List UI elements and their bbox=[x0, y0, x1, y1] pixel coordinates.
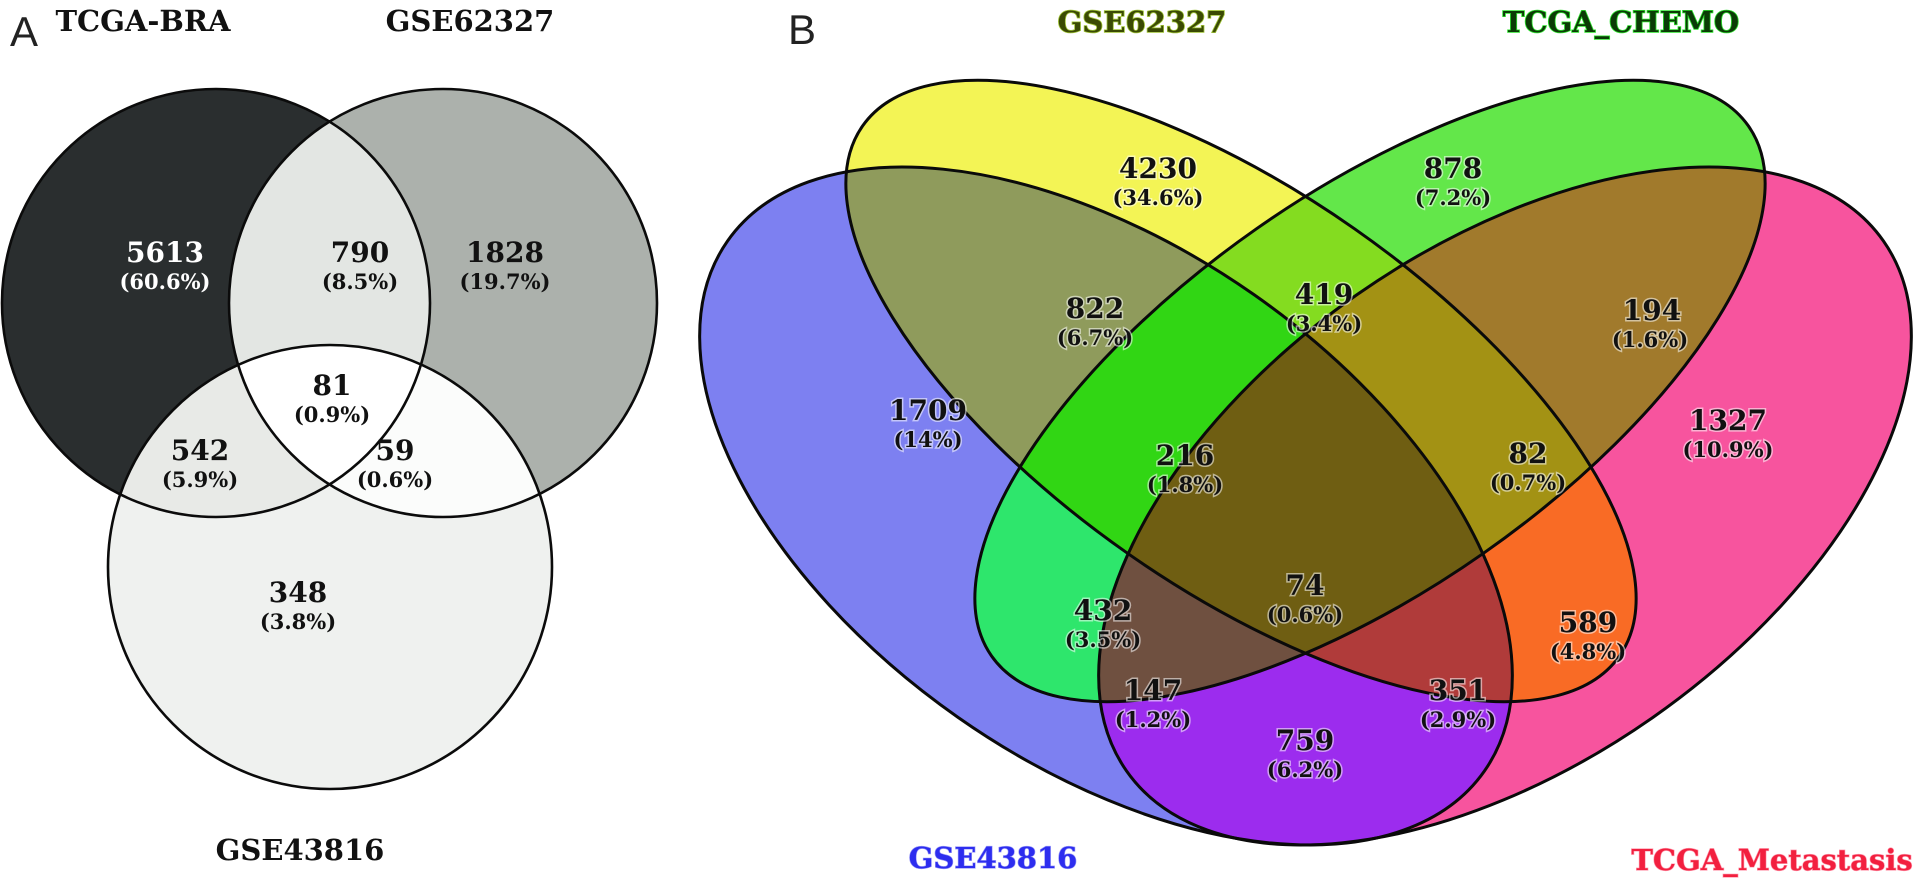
pct-822: (6.7%) bbox=[1057, 325, 1133, 350]
pct-82: (0.7%) bbox=[1490, 470, 1566, 495]
count-216: 216 bbox=[1156, 439, 1214, 472]
pct-759: (6.2%) bbox=[1267, 757, 1343, 782]
count-822: 822 bbox=[1066, 292, 1124, 325]
pct-542: (5.9%) bbox=[162, 467, 238, 492]
count-790: 790 bbox=[331, 236, 389, 269]
pct-5613: (60.6%) bbox=[120, 269, 211, 294]
pct-790: (8.5%) bbox=[322, 269, 398, 294]
set-title-gse62327-b: GSE62327 bbox=[1058, 5, 1227, 39]
pct-351: (2.9%) bbox=[1420, 707, 1496, 732]
count-759: 759 bbox=[1276, 724, 1334, 757]
count-74: 74 bbox=[1286, 569, 1325, 602]
count-542: 542 bbox=[171, 434, 229, 467]
set-title-gse43816-b: GSE43816 bbox=[909, 841, 1078, 875]
count-82: 82 bbox=[1509, 437, 1548, 470]
pct-74: (0.6%) bbox=[1267, 602, 1343, 627]
count-1709: 1709 bbox=[889, 394, 967, 427]
pct-878: (7.2%) bbox=[1415, 185, 1491, 210]
pct-1709: (14%) bbox=[893, 427, 962, 452]
count-419: 419 bbox=[1295, 278, 1353, 311]
count-432: 432 bbox=[1074, 594, 1132, 627]
panel-a-letter: A bbox=[10, 8, 38, 55]
pct-419: (3.4%) bbox=[1286, 311, 1362, 336]
set-title-tcga-chemo: TCGA_CHEMO bbox=[1503, 5, 1739, 39]
set-title-gse43816-a: GSE43816 bbox=[216, 833, 385, 867]
set-title-tcga-bra: TCGA-BRA bbox=[55, 4, 231, 38]
count-5613: 5613 bbox=[126, 236, 204, 269]
pct-147: (1.2%) bbox=[1115, 707, 1191, 732]
pct-1327: (10.9%) bbox=[1683, 437, 1774, 462]
count-81: 81 bbox=[313, 369, 352, 402]
count-1327: 1327 bbox=[1689, 404, 1767, 437]
set-title-tcga-metastasis: TCGA_Metastasis bbox=[1631, 843, 1912, 877]
count-351: 351 bbox=[1429, 674, 1487, 707]
pct-1828: (19.7%) bbox=[460, 269, 551, 294]
pct-348: (3.8%) bbox=[260, 609, 336, 634]
pct-59: (0.6%) bbox=[357, 467, 433, 492]
panel-b-letter: B bbox=[788, 6, 816, 53]
count-878: 878 bbox=[1424, 152, 1482, 185]
count-348: 348 bbox=[269, 576, 327, 609]
count-1828: 1828 bbox=[466, 236, 544, 269]
pct-589: (4.8%) bbox=[1550, 639, 1626, 664]
count-147: 147 bbox=[1124, 674, 1182, 707]
count-59: 59 bbox=[376, 434, 415, 467]
count-4230: 4230 bbox=[1119, 152, 1197, 185]
pct-216: (1.8%) bbox=[1147, 472, 1223, 497]
pct-81: (0.9%) bbox=[294, 402, 370, 427]
count-194: 194 bbox=[1623, 294, 1681, 327]
pct-194: (1.6%) bbox=[1612, 327, 1688, 352]
pct-432: (3.5%) bbox=[1065, 627, 1141, 652]
set-title-gse62327-a: GSE62327 bbox=[386, 4, 555, 38]
count-589: 589 bbox=[1559, 606, 1617, 639]
pct-4230: (34.6%) bbox=[1113, 185, 1204, 210]
